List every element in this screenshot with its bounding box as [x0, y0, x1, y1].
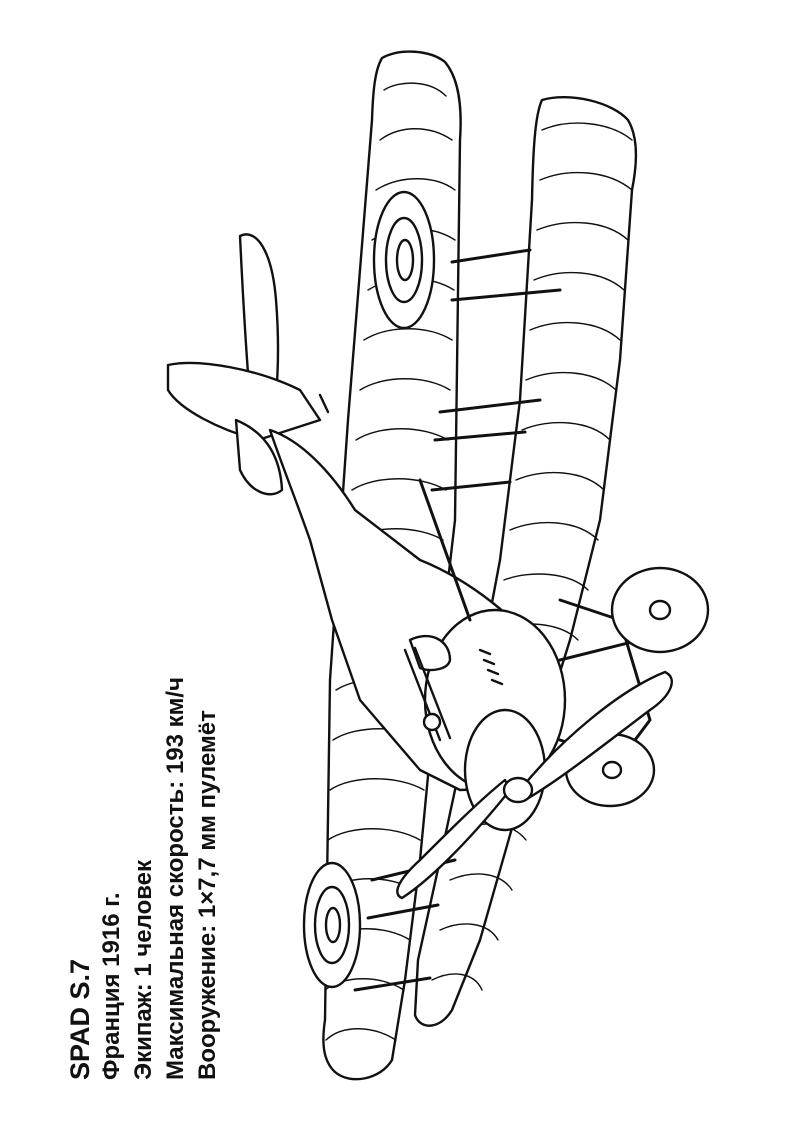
fuselage — [268, 428, 567, 832]
max-speed-spec: Максимальная скорость: 193 км/ч — [162, 676, 189, 1080]
propeller — [396, 670, 673, 900]
aircraft-name: SPAD S.7 — [65, 958, 95, 1080]
aircraft-caption: SPAD S.7 Франция 1916 г. Экипаж: 1 челов… — [64, 600, 224, 1080]
country-year: Франция 1916 г. — [98, 892, 125, 1081]
crew-spec: Экипаж: 1 человек — [130, 859, 157, 1080]
armament-spec: Вооружение: 1×7,7 мм пулемёт — [194, 710, 221, 1080]
wing-struts — [353, 248, 562, 992]
tail — [166, 233, 330, 496]
